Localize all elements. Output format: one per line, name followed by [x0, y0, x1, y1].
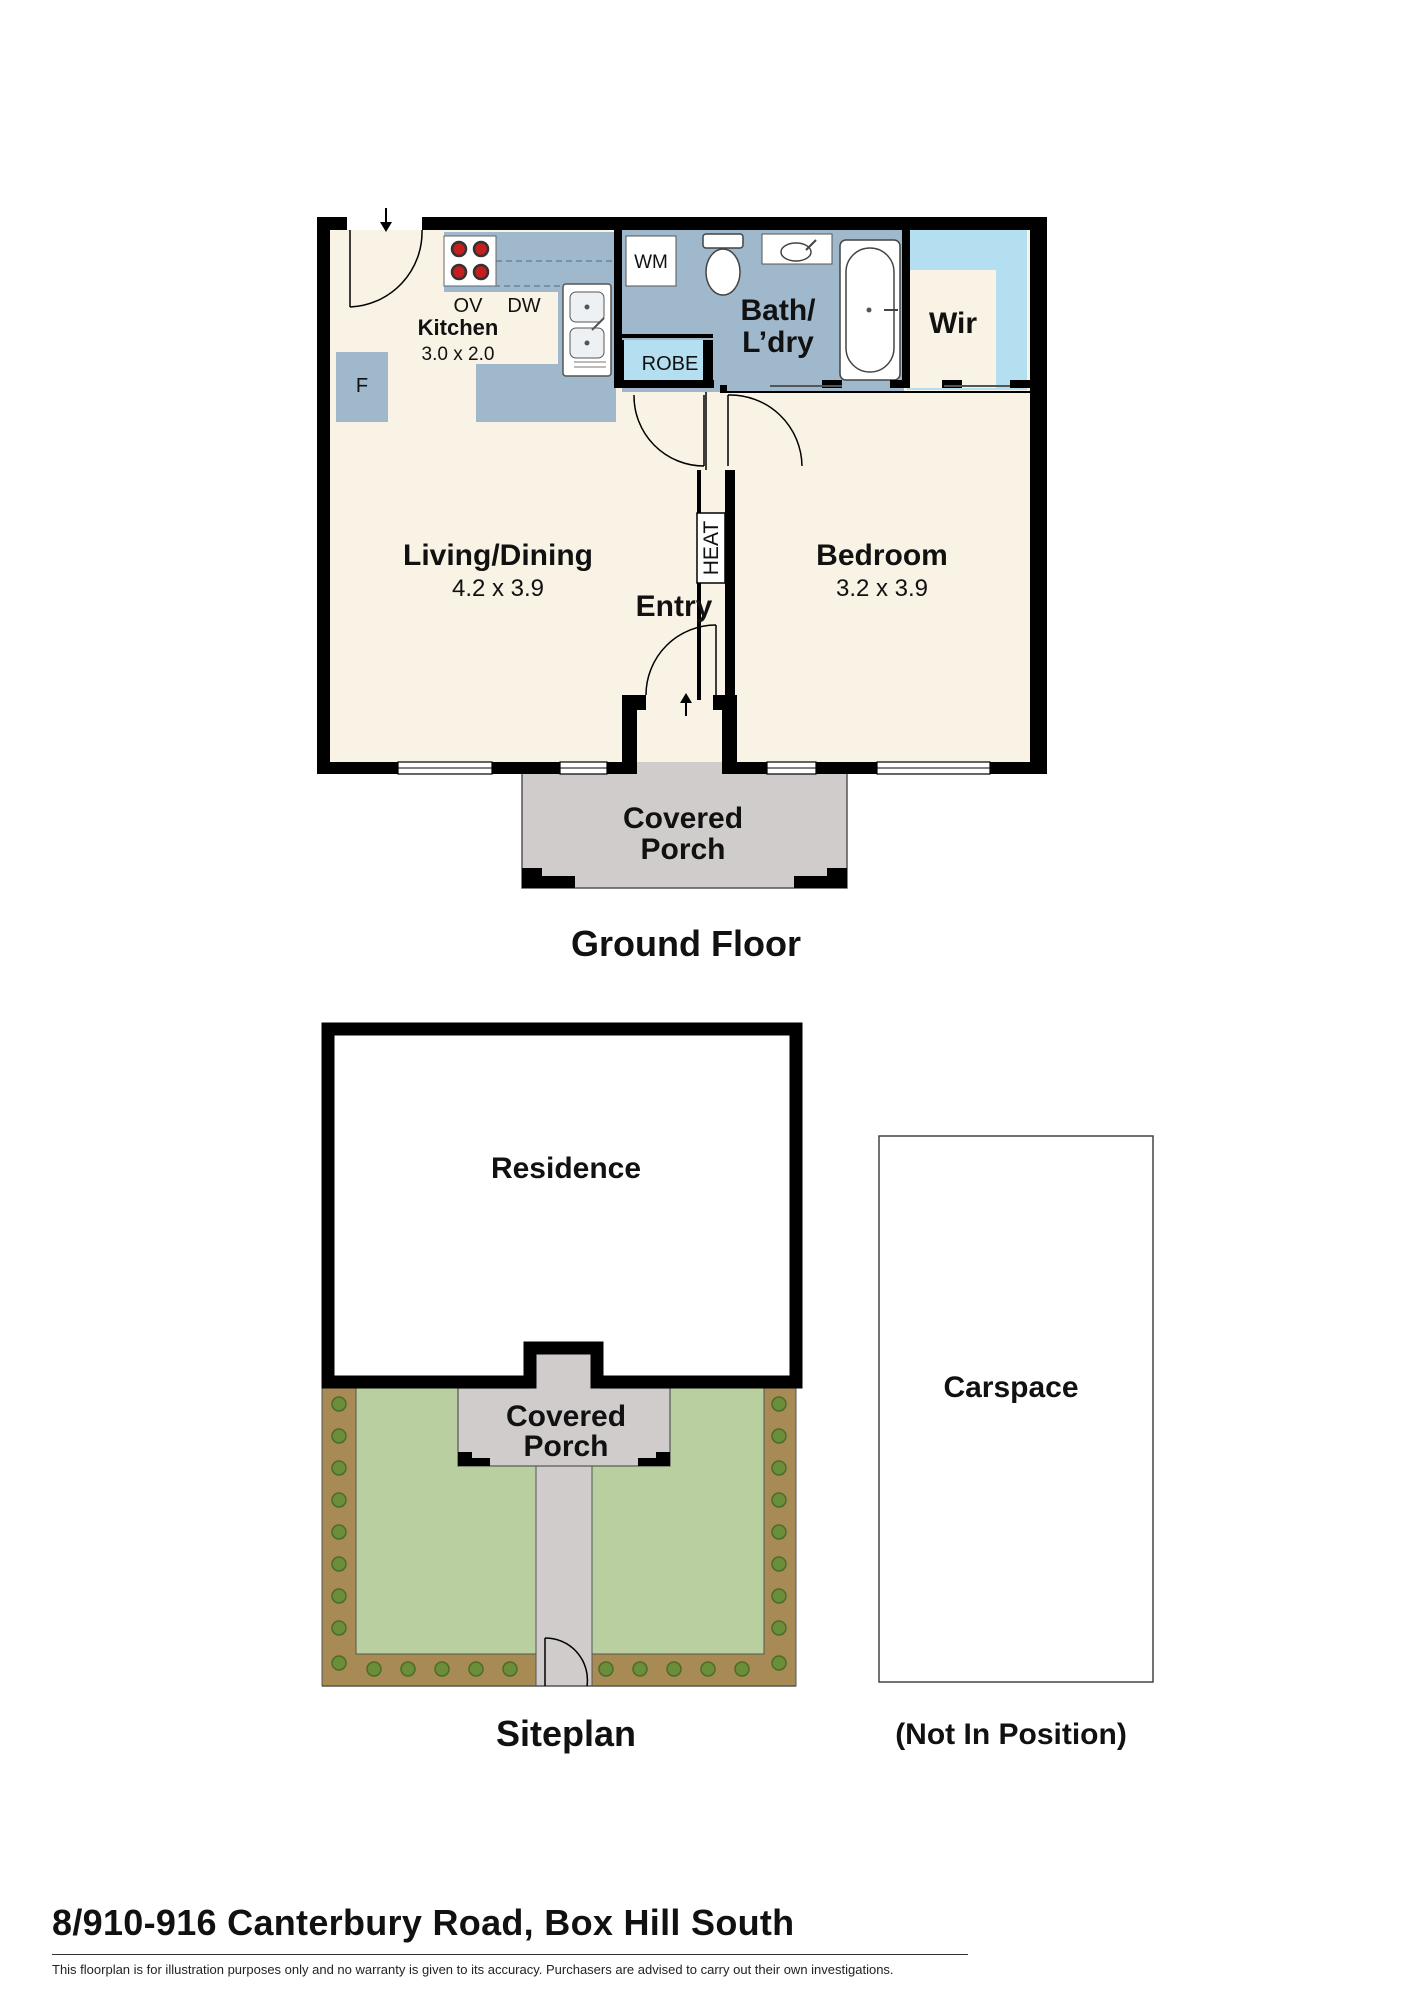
carspace-note: (Not In Position)	[895, 1718, 1127, 1751]
disclaimer-text: This floorplan is for illustration purpo…	[52, 1962, 894, 1977]
porch-label-line2: Porch	[640, 833, 725, 866]
sink-icon	[562, 283, 612, 377]
siteplan: Residence Covered Porch Carspace Sitepla…	[321, 1022, 1154, 1754]
site-porch-line1: Covered	[506, 1400, 626, 1433]
porch-label-line1: Covered	[623, 802, 743, 835]
bath-name-line1: Bath/	[741, 294, 817, 327]
basin-icon	[761, 233, 833, 265]
front-door-arrow-icon	[680, 693, 692, 716]
bedroom-name: Bedroom	[816, 539, 948, 572]
heater	[696, 512, 726, 584]
site-porch-line2: Porch	[523, 1430, 608, 1463]
bathtub-icon	[839, 239, 901, 381]
ground-floor-plan: WM OV DW F HEAT Kitchen 3.0 x 2.0 ROBE B…	[317, 208, 1047, 964]
interior-walls	[614, 230, 1030, 700]
shrub-icons	[331, 1396, 787, 1677]
robe-area	[622, 340, 705, 385]
wir-name: Wir	[929, 307, 977, 340]
fixture-dishwasher-label: DW	[507, 295, 540, 317]
living-size: 4.2 x 3.9	[452, 575, 544, 602]
kitchen-name: Kitchen	[418, 315, 499, 340]
footer-divider	[52, 1954, 968, 1955]
fixture-heater-label: HEAT	[700, 521, 723, 576]
exterior-walls	[317, 217, 1047, 774]
cooktop-icon	[443, 235, 497, 287]
fixture-wm-label: WM	[634, 252, 668, 273]
property-address: 8/910-916 Canterbury Road, Box Hill Sout…	[52, 1902, 795, 1943]
siteplan-title: Siteplan	[496, 1713, 636, 1754]
ground-floor-title: Ground Floor	[571, 923, 801, 964]
carspace-outline	[878, 1135, 1154, 1683]
residence-label: Residence	[491, 1152, 641, 1185]
robe-label: ROBE	[642, 353, 699, 375]
site-covered-porch	[457, 1350, 671, 1467]
bath-name-line2: L’dry	[742, 326, 814, 359]
toilet-icon	[702, 233, 744, 296]
residence-outline	[321, 1022, 803, 1389]
washing-machine	[625, 235, 677, 287]
entry-name: Entry	[636, 590, 713, 623]
fixture-oven-label: OV	[454, 295, 484, 317]
fixture-fridge-label: F	[356, 375, 368, 397]
door-swings	[349, 229, 803, 696]
carspace-label: Carspace	[943, 1371, 1078, 1404]
bedroom-size: 3.2 x 3.9	[836, 575, 928, 602]
entry-arrow-icon	[380, 208, 392, 232]
kitchen-size: 3.0 x 2.0	[422, 344, 495, 365]
fridge	[336, 352, 388, 422]
living-name: Living/Dining	[403, 539, 593, 572]
